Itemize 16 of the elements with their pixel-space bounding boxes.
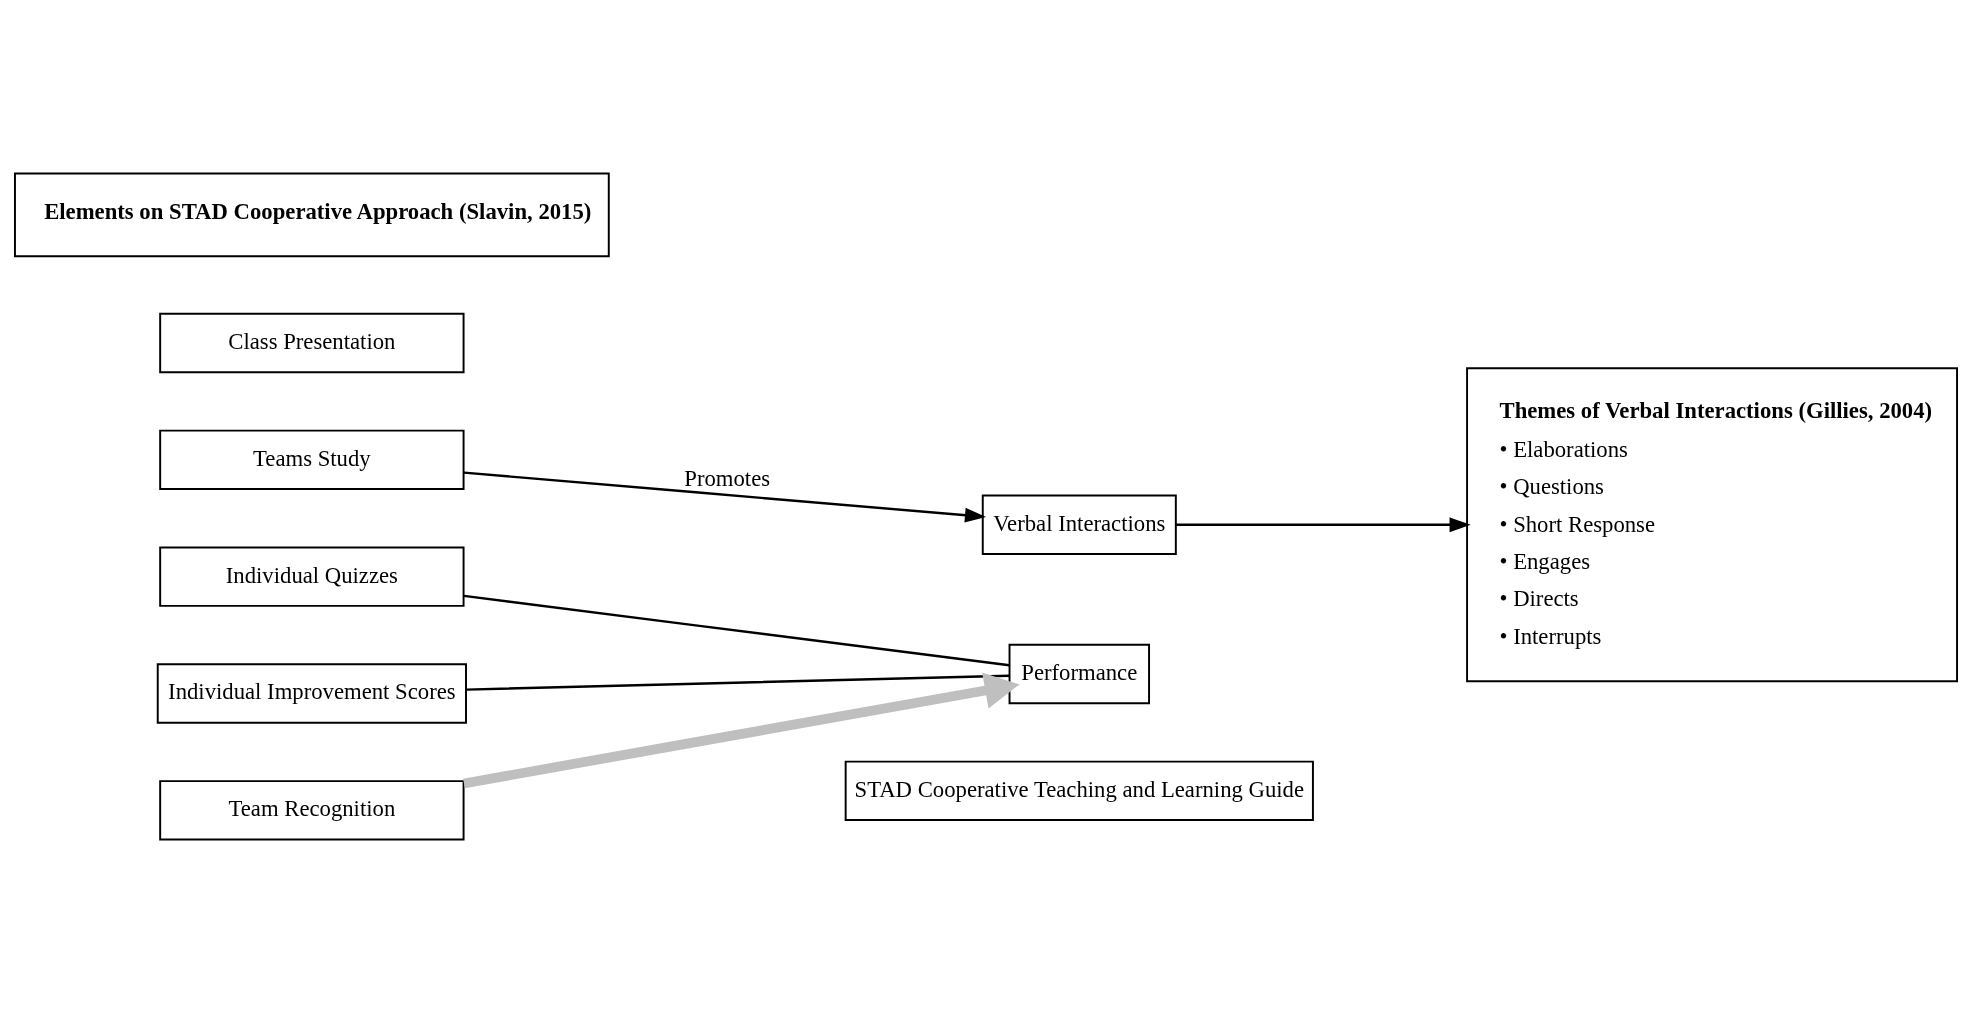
node-box: Verbal Interactions (981, 494, 1177, 555)
connector (466, 674, 1010, 691)
arrow (1175, 517, 1471, 533)
arrow (463, 672, 1020, 789)
node-box: Elements on STAD Cooperative Approach (Slavin, 2015) (14, 172, 610, 258)
node-box: Individual Quizzes (159, 546, 465, 607)
node-box: Class Presentation (159, 312, 465, 374)
node-box: Individual Improvement Scores (156, 663, 467, 724)
arrow (463, 471, 987, 523)
node-box: Team Recognition (159, 780, 465, 841)
connector (463, 594, 1010, 667)
node-box: Performance (1008, 643, 1151, 705)
edge-label: Promotes (684, 466, 771, 492)
node-box: Teams Study (159, 429, 465, 491)
node-box: STAD Cooperative Teaching and Learning Guide (844, 760, 1314, 821)
node-box: Themes of Verbal Interactions (Gillies, 2004) • Elaborations • Questions • Short Response • Engages • Directs • Interrupts (1466, 367, 1958, 683)
